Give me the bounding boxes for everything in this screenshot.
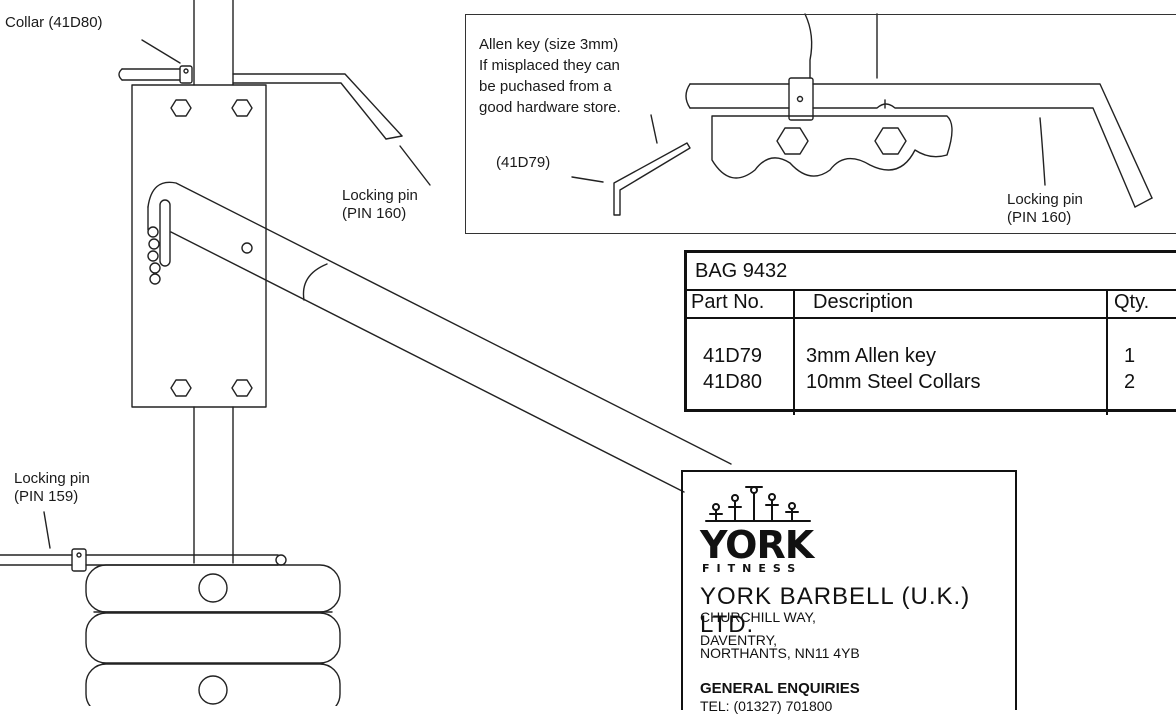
bottom-locking-pin [0,511,287,572]
collar-leader [141,39,181,64]
upright-post [193,0,234,564]
locking-pin-160-label: Locking pin (PIN 160) [342,187,418,222]
company-card: YORK FITNESS YORK BARBELL (U.K.) LTD. CH… [681,470,1017,714]
lever-arm [147,181,732,493]
inset-locking-pin-label: Locking pin (PIN 160) [1007,191,1083,226]
york-logo: YORK [700,523,814,567]
collar-label: Collar (41D80) [5,14,103,31]
header-qty: Qty. [1114,291,1150,313]
table-cell-part: 41D80 [703,371,762,393]
allen-key-part-label: (41D79) [496,154,551,171]
company-name: YORK BARBELL (U.K.) LTD. [700,583,971,638]
header-part-no: Part No. [691,291,765,313]
carriage-plate [131,84,267,408]
weight-plates [85,564,341,706]
parts-table: BAG 9432 Part No. Description Qty. 41D79… [684,250,1176,415]
address-line: DAVENTRY, [700,632,778,648]
inset-panel [465,14,1176,234]
table-divider [793,289,795,415]
parts-table-header [687,289,1176,319]
address-line: NORTHANTS, NN11 4YB [700,645,860,661]
address-line: CHURCHILL WAY, [700,609,816,625]
table-cell-qty: 2 [1124,371,1136,393]
parts-table-title: BAG 9432 [695,260,788,282]
table-cell-qty: 1 [1124,345,1136,367]
header-description: Description [813,291,914,313]
table-cell-description: 3mm Allen key [806,345,937,367]
table-cell-part: 41D79 [703,345,762,367]
top-locking-pin [118,65,431,186]
table-cell-description: 10mm Steel Collars [806,371,981,393]
york-logo-figures [705,486,811,522]
inset-closeup [571,13,1153,216]
enquiries-heading: GENERAL ENQUIRIES [700,680,860,697]
locking-pin-159-label: Locking pin (PIN 159) [14,470,90,505]
table-divider [1106,289,1108,415]
allen-key-note: Allen key (size 3mm) If misplaced they c… [479,36,621,116]
telephone-number: TEL: (01327) 701800 [700,698,833,714]
york-logo-subtext: FITNESS [702,562,803,575]
